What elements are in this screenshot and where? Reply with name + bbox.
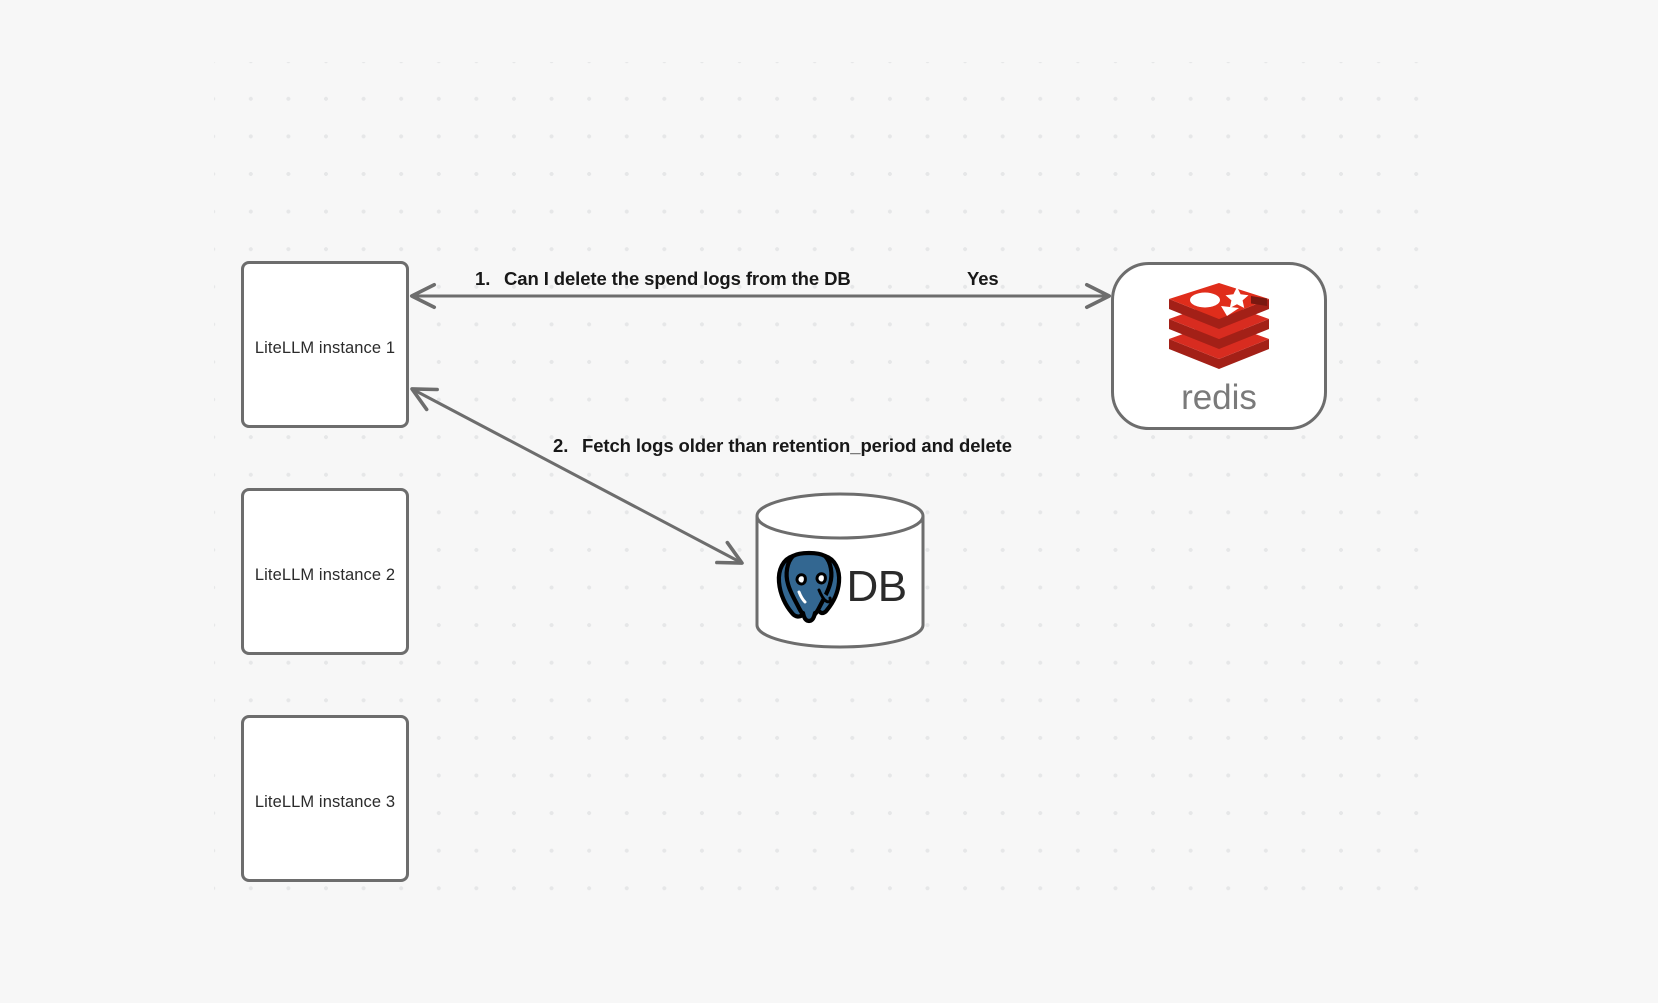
- svg-text:redis: redis: [1181, 378, 1257, 417]
- node-label: LiteLLM instance 3: [254, 793, 396, 811]
- node-database[interactable]: DB: [754, 492, 926, 649]
- redis-wordmark: redis: [1181, 378, 1257, 417]
- edge-1-request-label: Can I delete the spend logs from the DB: [504, 268, 851, 289]
- edge-2-step-number: 2.: [553, 435, 569, 456]
- redis-logo: redis: [1114, 281, 1324, 419]
- node-litellm-instance-2[interactable]: LiteLLM instance 2: [241, 488, 409, 655]
- edge-2-request-label: Fetch logs older than retention_period a…: [582, 435, 1012, 456]
- database-label: DB: [846, 562, 907, 611]
- node-label: LiteLLM instance 2: [254, 566, 396, 584]
- postgresql-elephant-icon: [777, 550, 842, 624]
- edge-1-step-number: 1.: [475, 268, 491, 289]
- node-label: LiteLLM instance 1: [254, 339, 396, 357]
- node-litellm-instance-3[interactable]: LiteLLM instance 3: [241, 715, 409, 882]
- redis-stack-icon: [1169, 283, 1269, 369]
- node-redis[interactable]: redis: [1111, 262, 1327, 430]
- edge-1-response-label: Yes: [967, 268, 999, 289]
- database-logo-and-label: DB: [754, 550, 926, 624]
- edge-instance1-database: [410, 387, 744, 565]
- node-litellm-instance-1[interactable]: LiteLLM instance 1: [241, 261, 409, 428]
